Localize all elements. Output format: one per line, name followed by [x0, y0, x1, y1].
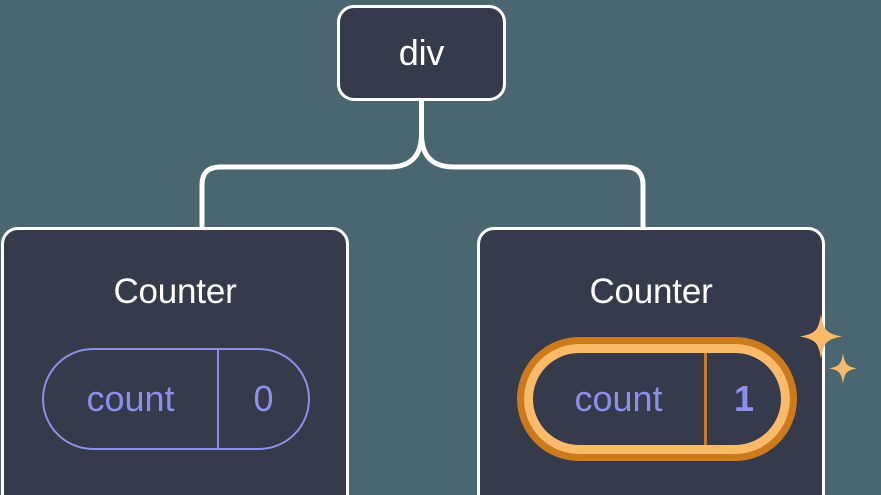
- state-pill-right[interactable]: count 1: [517, 337, 797, 461]
- state-key-left: count: [86, 378, 175, 419]
- state-pill-left[interactable]: count 0: [42, 348, 310, 450]
- state-value-left: 0: [217, 350, 308, 448]
- node-div[interactable]: div: [337, 5, 506, 101]
- node-counter-right-label: Counter: [589, 272, 713, 311]
- node-counter-left-label: Counter: [113, 272, 237, 311]
- state-pill-left-wrap: count 0: [42, 348, 310, 450]
- state-value-right: 1: [704, 353, 781, 445]
- state-pill-right-wrap: count 1: [517, 337, 797, 461]
- state-pill-right-inner-ring: count 1: [524, 344, 790, 454]
- state-key-right: count: [574, 378, 663, 419]
- node-div-label: div: [398, 32, 445, 73]
